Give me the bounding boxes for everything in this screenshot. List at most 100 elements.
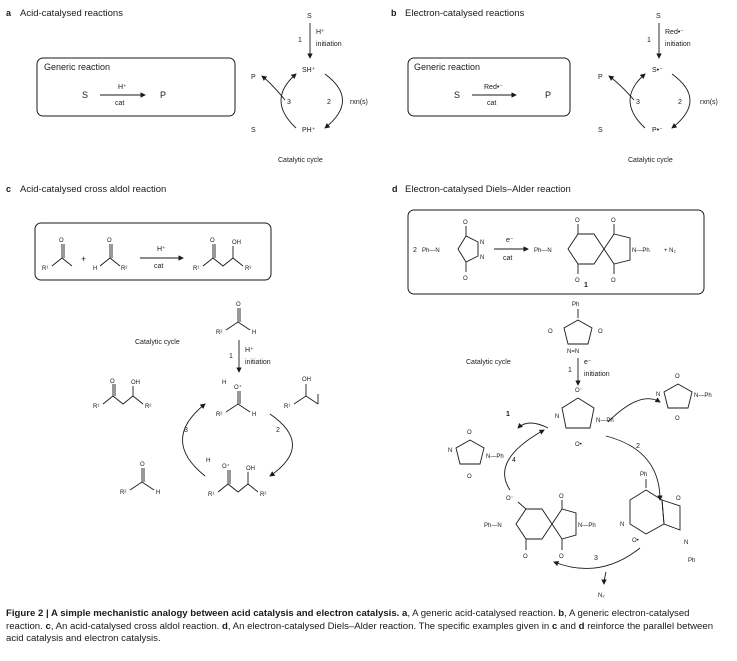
panel-a-letter: a <box>6 8 12 18</box>
cycle-cycloadduct: Ph N O• N Ph O <box>620 472 695 564</box>
figure-caption: Figure 2 | A simple mechanistic analogy … <box>6 608 728 646</box>
svg-text:H: H <box>222 380 226 386</box>
svg-text:O: O <box>548 329 553 335</box>
panel-c-step2-number: 2 <box>276 427 280 434</box>
svg-text:O: O <box>463 276 468 282</box>
svg-text:O: O <box>611 218 616 224</box>
caption-c-letter: c <box>45 620 51 632</box>
caption-b-text: , A generic electron-catalysed reaction. <box>6 608 690 632</box>
panel-b-in-substrate: S <box>598 127 603 134</box>
svg-text:O: O <box>611 278 616 284</box>
svg-text:O: O <box>59 238 64 244</box>
svg-text:O: O <box>467 474 472 480</box>
panel-b-top-species: S•⁻ <box>652 67 663 74</box>
panel-a-reagent-below: cat <box>115 100 124 107</box>
svg-text:R²: R² <box>260 492 266 498</box>
svg-text:N: N <box>620 522 624 528</box>
svg-text:O: O <box>236 302 241 308</box>
panel-a-out-product: P <box>251 74 256 81</box>
panel-a-generic-box <box>36 57 236 117</box>
panel-d-title: Electron-catalysed Diels–Alder reaction <box>405 184 571 195</box>
svg-text:OH: OH <box>246 466 255 472</box>
svg-text:O: O <box>559 554 564 560</box>
caption-d-letter: d <box>222 620 228 632</box>
panel-c-plus: + <box>81 254 86 264</box>
svg-text:H: H <box>156 490 160 496</box>
panel-d-product-out-arrow <box>517 422 549 429</box>
svg-text:O: O <box>523 554 528 560</box>
panel-d-cycle-caption: Catalytic cycle <box>466 359 511 366</box>
svg-text:H: H <box>93 266 97 272</box>
panel-c-reagent-below: cat <box>154 263 163 270</box>
panel-a-step2-number: 2 <box>327 99 331 106</box>
svg-text:Ph—N: Ph—N <box>534 248 552 254</box>
panel-c-step1-number: 1 <box>229 353 233 360</box>
svg-text:O: O <box>598 329 603 335</box>
cycle-dimer-radical-anion: O⁻ Ph—N O O O N—Ph <box>484 494 596 560</box>
panel-b-step2-number: 2 <box>678 99 682 106</box>
svg-text:O⁻: O⁻ <box>575 388 583 394</box>
panel-c-step1-label: initiation <box>245 359 271 366</box>
cycle-aldehyde-top: O R² H <box>216 302 256 336</box>
svg-text:O: O <box>575 278 580 284</box>
svg-text:N=N: N=N <box>567 349 579 355</box>
svg-text:Ph—N: Ph—N <box>484 523 502 529</box>
panel-a-step2-label: rxn(s) <box>350 99 368 106</box>
ptad-structure: Ph—N O O N N <box>422 220 484 282</box>
panel-b-cycle-start: S <box>656 13 661 20</box>
panel-d-step2-number: 2 <box>636 443 640 450</box>
panel-d-plus-n2: + N₂ <box>664 248 677 254</box>
panel-a-product: P <box>160 90 166 100</box>
panel-d: d Electron-catalysed Diels–Alder reactio… <box>392 184 712 599</box>
aldehyde-r2-structure: O H R² <box>93 238 127 272</box>
panel-d-reaction-box <box>407 209 705 295</box>
panel-a-product-out-arrow <box>261 75 286 101</box>
panel-d-step3-arrow <box>553 547 641 569</box>
svg-text:N—Ph: N—Ph <box>486 454 504 460</box>
svg-text:O: O <box>110 379 115 385</box>
panel-c-letter: c <box>6 184 11 194</box>
panel-b-reagent-below: cat <box>487 100 496 107</box>
panel-b-step1-reagent: Red•⁻ <box>665 29 684 36</box>
panel-b-step2-label: rxn(s) <box>700 99 718 106</box>
caption-a-text: , A generic acid-catalysed reaction. <box>407 608 556 619</box>
figure-canvas: a Acid-catalysed reactions Generic react… <box>6 8 718 599</box>
panel-d-step1-number: 1 <box>568 367 572 374</box>
panel-b: b Electron-catalysed reactions Generic r… <box>391 8 718 164</box>
svg-text:O: O <box>107 238 112 244</box>
panel-c-title: Acid-catalysed cross aldol reaction <box>20 184 166 195</box>
caption-b-letter: b <box>558 608 565 619</box>
panel-d-compound-number: 1 <box>584 282 588 289</box>
svg-text:R¹: R¹ <box>208 492 214 498</box>
panel-d-n2-out: N₂ <box>598 593 605 599</box>
svg-text:OH: OH <box>302 377 311 383</box>
caption-lead: Figure 2 | A simple mechanistic analogy … <box>6 608 400 619</box>
caption-d-ref: d <box>578 620 585 632</box>
svg-text:R²: R² <box>120 490 126 496</box>
svg-text:O: O <box>675 416 680 422</box>
panel-b-cycle-caption: Catalytic cycle <box>628 157 673 164</box>
panel-d-step3-number: 3 <box>594 555 598 562</box>
panel-b-reagent-above: Red•⁻ <box>484 84 503 91</box>
svg-text:N—Ph: N—Ph <box>632 248 650 254</box>
panel-b-box-title: Generic reaction <box>414 62 480 72</box>
svg-text:Ph: Ph <box>640 472 647 478</box>
svg-text:O⁺: O⁺ <box>222 463 230 470</box>
panel-a-cycle-start: S <box>307 13 312 20</box>
svg-text:N: N <box>684 540 688 546</box>
svg-text:H: H <box>252 412 256 418</box>
panel-b-reactant: S <box>454 90 460 100</box>
panel-b-title: Electron-catalysed reactions <box>405 8 525 19</box>
panel-b-out-product: P <box>598 74 603 81</box>
panel-c-step1-reagent: H⁺ <box>245 347 254 354</box>
cycle-ptad-in: O O N—Ph N <box>656 374 712 422</box>
cycle-protonated-aldol: H O⁺ OH R¹ R² <box>206 458 266 498</box>
caption-c-ref: c <box>551 620 558 632</box>
aldol-product-structure: O OH R¹ R² <box>193 238 251 272</box>
panel-a-in-substrate: S <box>251 127 256 134</box>
panel-c: c Acid-catalysed cross aldol reaction O … <box>6 184 319 498</box>
svg-text:OH: OH <box>232 240 241 246</box>
panel-a-step3-number: 3 <box>287 99 291 106</box>
cycle-aldehyde-in: O R² H <box>120 462 160 496</box>
caption-c-text: , An acid-catalysed cross aldol reaction… <box>50 620 220 632</box>
